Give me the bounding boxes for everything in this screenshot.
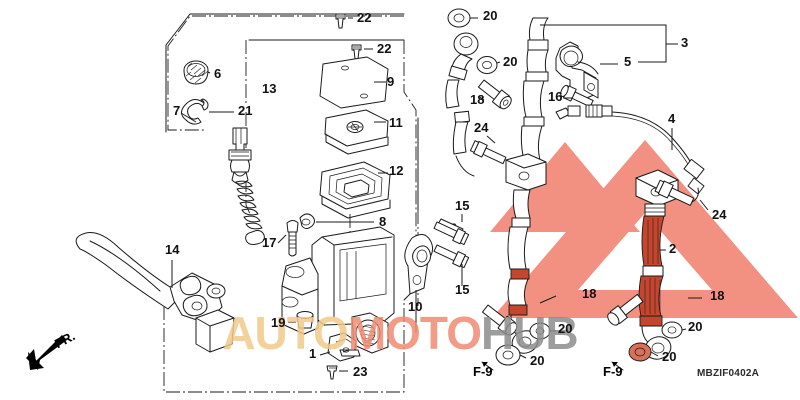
callout-2: 2 bbox=[669, 241, 677, 256]
callout-4: 4 bbox=[668, 111, 676, 126]
part-19 bbox=[288, 311, 314, 329]
callout-15-top: 15 bbox=[455, 198, 470, 213]
part-17 bbox=[277, 220, 299, 257]
part-4-hose bbox=[555, 104, 705, 203]
callout-14: 14 bbox=[165, 242, 180, 257]
callout-19: 19 bbox=[271, 315, 286, 330]
master-cylinder-body bbox=[281, 226, 395, 354]
callout-20-a: 20 bbox=[483, 8, 498, 23]
part-22-upper bbox=[335, 13, 353, 29]
callout-9: 9 bbox=[387, 74, 395, 89]
part-23 bbox=[326, 365, 348, 380]
section-mark-f9-left: F-9 bbox=[473, 364, 493, 379]
callout-24-b: 24 bbox=[712, 207, 727, 222]
center-main-hose bbox=[481, 17, 557, 371]
part-7 bbox=[180, 112, 265, 245]
callout-18-a: 18 bbox=[470, 92, 485, 107]
callout-16: 16 bbox=[548, 89, 563, 104]
part-21 bbox=[181, 98, 234, 125]
fr-direction-arrow bbox=[26, 335, 67, 370]
callout-1: 1 bbox=[309, 346, 317, 361]
part-15-lower bbox=[433, 244, 470, 286]
callout-6: 6 bbox=[214, 66, 222, 81]
callout-18-b: 18 bbox=[582, 286, 597, 301]
part-11 bbox=[324, 109, 389, 155]
part-14 bbox=[75, 232, 235, 353]
callout-20-c: 20 bbox=[558, 321, 573, 336]
callout-13: 13 bbox=[262, 81, 277, 96]
callout-22-top: 22 bbox=[357, 10, 372, 25]
callout-3: 3 bbox=[681, 35, 689, 50]
section-mark-f9-right: F-9 bbox=[603, 364, 623, 379]
drawing-code: MBZIF0402A bbox=[697, 368, 760, 379]
part-8 bbox=[299, 213, 374, 229]
part-22-lower bbox=[351, 44, 373, 60]
callout-20-f: 20 bbox=[662, 349, 677, 364]
part-10 bbox=[404, 234, 434, 300]
callout-20-b: 20 bbox=[503, 54, 518, 69]
callout-5: 5 bbox=[624, 54, 632, 69]
callout-21: 21 bbox=[238, 103, 253, 118]
callout-7: 7 bbox=[173, 103, 181, 118]
callout-23: 23 bbox=[353, 364, 368, 379]
part-5-bracket bbox=[540, 24, 678, 101]
part-2-hose bbox=[607, 169, 709, 371]
callout-10: 10 bbox=[408, 299, 423, 314]
part-15-upper bbox=[433, 214, 470, 246]
part-16 bbox=[560, 84, 594, 108]
callout-22-bottom: 22 bbox=[377, 41, 392, 56]
callout-24-a: 24 bbox=[474, 120, 489, 135]
part-12 bbox=[319, 161, 391, 219]
callout-20-d: 20 bbox=[688, 319, 703, 334]
callout-15-bottom: 15 bbox=[455, 282, 470, 297]
upper-left-hose bbox=[445, 8, 512, 177]
callout-18-c: 18 bbox=[710, 288, 725, 303]
part-9 bbox=[319, 56, 389, 109]
part-1 bbox=[319, 332, 361, 362]
callout-11: 11 bbox=[389, 115, 403, 130]
part-6 bbox=[183, 60, 211, 85]
callout-12: 12 bbox=[389, 163, 404, 178]
callout-8: 8 bbox=[379, 214, 387, 229]
callout-17: 17 bbox=[262, 235, 277, 250]
callout-20-e: 20 bbox=[530, 353, 545, 368]
